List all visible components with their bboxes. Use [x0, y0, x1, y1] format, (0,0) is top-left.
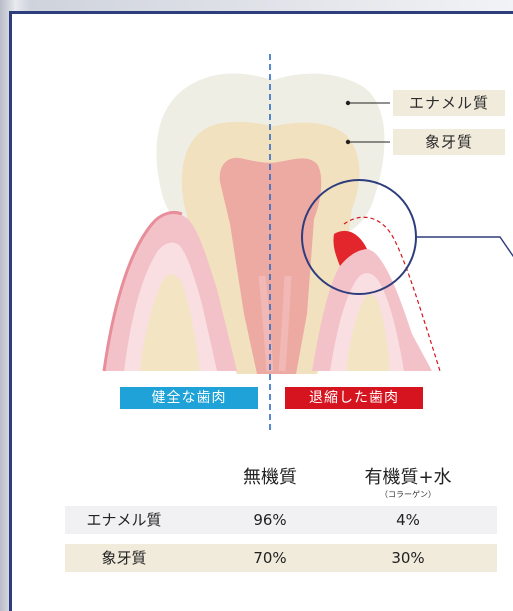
row-organic: 30%	[391, 549, 425, 567]
dentin-label: 象牙質	[393, 129, 505, 155]
composition-table: 無機質 有機質+水 （コラーゲン） エナメル質 96% 4% 象牙質 70% 3…	[65, 459, 497, 572]
row-inorganic: 96%	[253, 511, 287, 529]
healthy-gum-tag: 健全な歯肉	[120, 387, 258, 409]
original-gum-line	[343, 216, 441, 372]
header-organic: 有機質+水	[364, 467, 452, 488]
zoom-pointer-line	[416, 236, 513, 258]
row-name: エナメル質	[86, 511, 162, 529]
exposed-dentin	[333, 230, 367, 266]
header-organic-sub: （コラーゲン）	[380, 490, 436, 499]
receded-gum-tag: 退縮した歯肉	[285, 387, 423, 409]
enamel-label: エナメル質	[393, 90, 505, 116]
header-inorganic: 無機質	[243, 467, 297, 488]
row-inorganic: 70%	[253, 549, 287, 567]
diagram-frame: エナメル質 象牙質 健全な歯肉 退縮した歯肉 無機質 有機質+水 （コラーゲン）…	[9, 11, 513, 611]
row-name: 象牙質	[101, 549, 147, 567]
tooth-diagram	[102, 54, 513, 434]
table-row: エナメル質 96% 4%	[65, 506, 497, 534]
row-organic: 4%	[396, 511, 420, 529]
table-row: 象牙質 70% 30%	[65, 544, 497, 572]
table-header: 無機質 有機質+水 （コラーゲン）	[65, 459, 497, 504]
